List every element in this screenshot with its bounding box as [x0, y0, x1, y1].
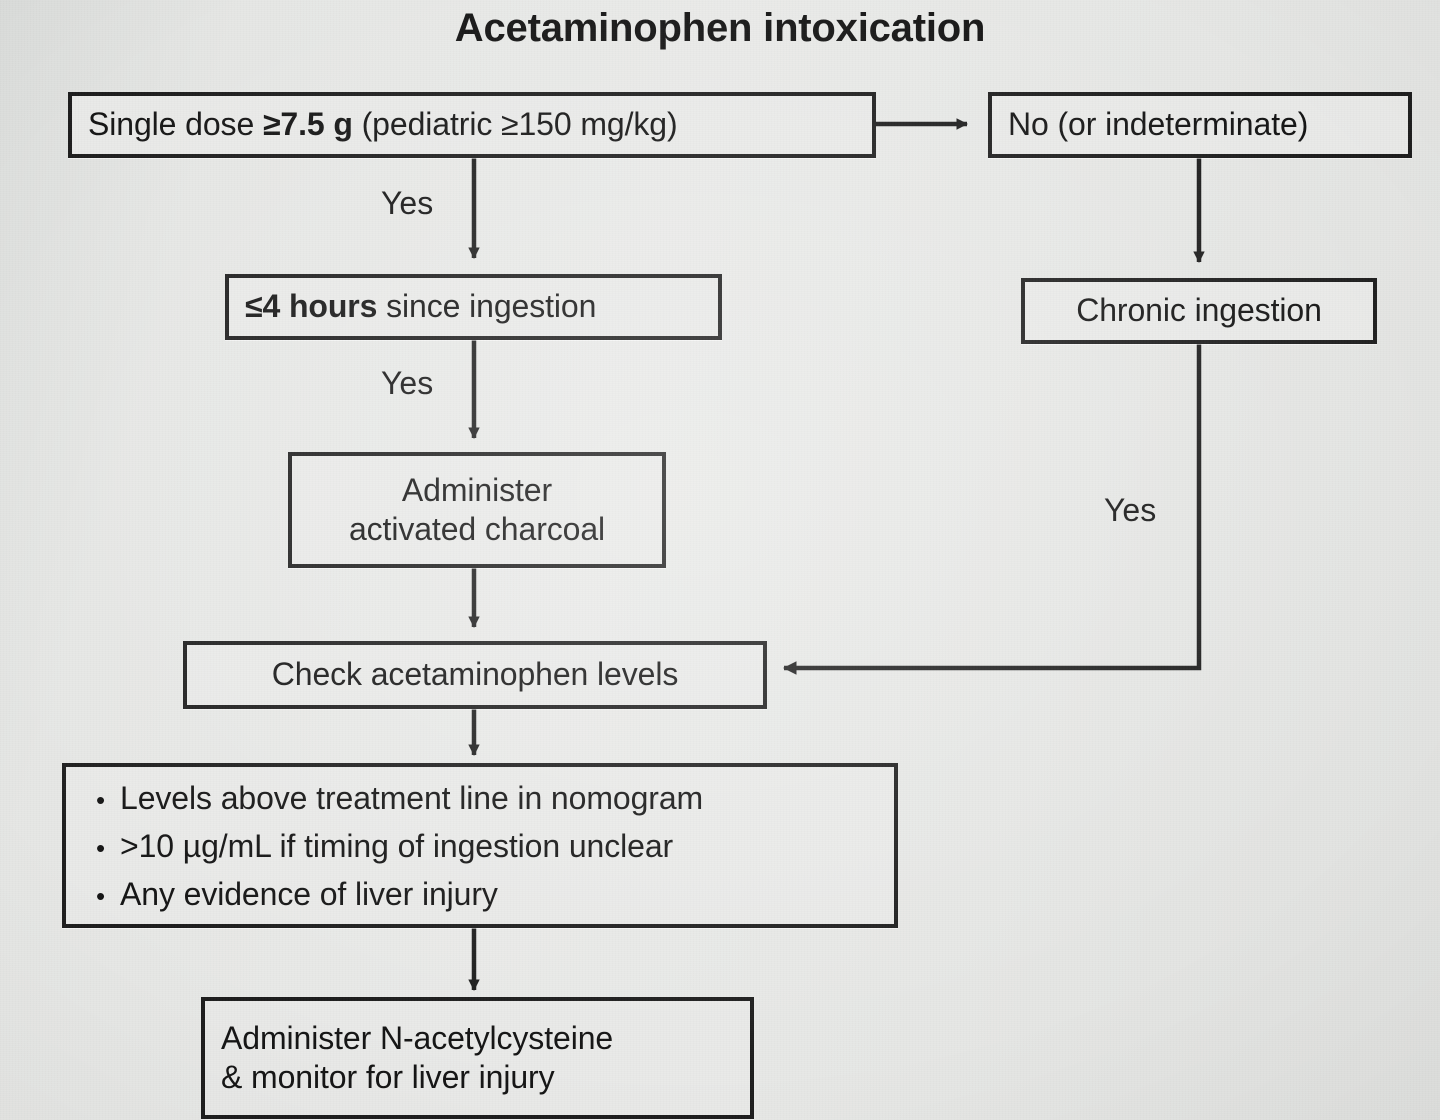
node-administer-charcoal-label: Administer activated charcoal: [292, 471, 662, 549]
criteria-bullet-2: >10 µg/mL if timing of ingestion unclear: [120, 827, 674, 864]
charcoal-line-2: activated charcoal: [348, 511, 606, 547]
single-dose-threshold: ≥7.5 g: [262, 106, 353, 143]
node-no-indeterminate-label: No (or indeterminate): [1008, 106, 1309, 143]
treatment-criteria-list: Levels above treatment line in nomogram …: [82, 774, 894, 918]
criteria-bullet-3: Any evidence of liver injury: [120, 875, 498, 912]
criteria-bullet-1: Levels above treatment line in nomogram: [120, 779, 704, 816]
node-administer-charcoal[interactable]: Administer activated charcoal: [288, 452, 666, 568]
node-four-hours-label: ≤4 hours since ingestion: [229, 287, 718, 326]
node-administer-nac-label: Administer N-acetylcysteine & monitor fo…: [205, 1019, 750, 1097]
node-treatment-criteria-body: Levels above treatment line in nomogram …: [66, 774, 894, 918]
node-chronic-ingestion[interactable]: Chronic ingestion: [1021, 278, 1377, 344]
charcoal-line-1: Administer: [401, 471, 553, 508]
list-item: Any evidence of liver injury: [96, 870, 894, 918]
node-treatment-criteria[interactable]: Levels above treatment line in nomogram …: [62, 763, 898, 928]
nac-line-2: & monitor for liver injury: [221, 1059, 555, 1095]
node-administer-nac[interactable]: Administer N-acetylcysteine & monitor fo…: [201, 997, 754, 1119]
single-dose-text-suffix: (pediatric ≥150 mg/kg): [352, 106, 678, 143]
node-chronic-ingestion-label: Chronic ingestion: [1076, 292, 1322, 329]
node-check-levels-label: Check acetaminophen levels: [271, 656, 679, 693]
node-no-indeterminate[interactable]: No (or indeterminate): [988, 92, 1412, 158]
four-hours-text-suffix: since ingestion: [377, 288, 597, 325]
node-check-levels[interactable]: Check acetaminophen levels: [183, 641, 767, 709]
list-item: Levels above treatment line in nomogram: [96, 774, 894, 822]
list-item: >10 µg/mL if timing of ingestion unclear: [96, 822, 894, 870]
node-single-dose-label: Single dose ≥7.5 g (pediatric ≥150 mg/kg…: [72, 105, 872, 144]
edge-label-yes-hours-to-charcoal: Yes: [381, 365, 434, 401]
page-title: Acetaminophen intoxication: [454, 6, 986, 50]
edge-label-yes-chronic-to-levels: Yes: [1104, 492, 1157, 528]
edge-label-yes-dose-to-hours: Yes: [381, 185, 434, 221]
node-single-dose[interactable]: Single dose ≥7.5 g (pediatric ≥150 mg/kg…: [68, 92, 876, 158]
single-dose-text-prefix: Single dose: [88, 106, 263, 143]
four-hours-threshold: ≤4 hours: [245, 288, 378, 325]
nac-line-1: Administer N-acetylcysteine: [221, 1019, 614, 1056]
node-four-hours[interactable]: ≤4 hours since ingestion: [225, 274, 722, 340]
